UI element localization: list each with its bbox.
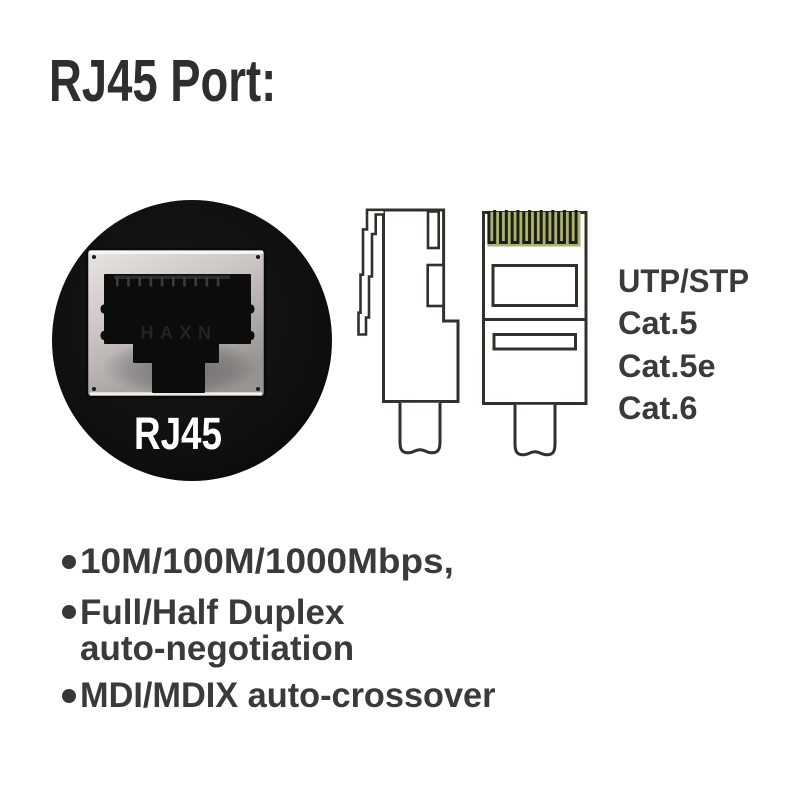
svg-text:RJ45: RJ45 xyxy=(134,408,222,459)
svg-text:HAXN: HAXN xyxy=(140,323,217,343)
